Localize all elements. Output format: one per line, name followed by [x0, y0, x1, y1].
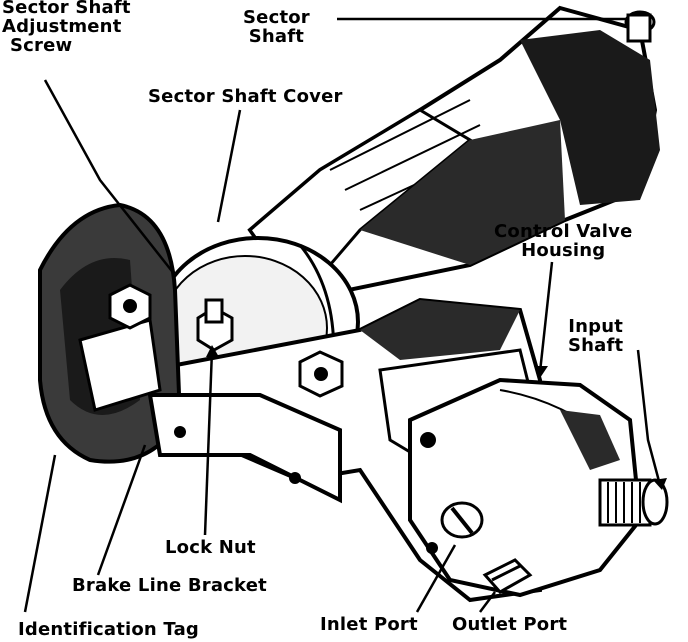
arrowhead-control-valve — [534, 366, 548, 378]
leader-identification-tag — [23, 454, 57, 613]
leader-lock-nut — [203, 349, 214, 536]
arrowhead-input-shaft — [653, 478, 667, 490]
brake-line-bracket-plate — [147, 393, 342, 504]
arrowheads — [206, 345, 667, 490]
label-sector-shaft-adjustment-screw: Sector Shaft Adjustment Screw — [2, 0, 131, 56]
control-valve-housing — [408, 377, 643, 598]
label-identification-tag: Identification Tag — [18, 619, 200, 640]
arrowhead-lock-nut — [206, 345, 219, 357]
label-sector-shaft: Sector Shaft — [243, 7, 310, 47]
label-input-shaft: Input Shaft — [568, 316, 624, 356]
label-control-valve-housing: Control Valve Housing — [494, 221, 633, 261]
hex-bolt-right — [298, 350, 344, 398]
leader-lines — [23, 17, 662, 613]
label-brake-line-bracket: Brake Line Bracket — [72, 575, 267, 596]
leader-input-shaft — [636, 349, 662, 486]
sector-shaft — [624, 10, 656, 43]
leader-outlet-port — [479, 591, 496, 613]
adjustment-screw — [196, 298, 234, 352]
inlet-port — [440, 501, 484, 539]
left-end-cap — [38, 202, 183, 464]
leader-inlet-port — [415, 544, 457, 613]
label-outlet-port: Outlet Port — [452, 614, 568, 635]
label-inlet-port: Inlet Port — [320, 614, 418, 635]
hex-bolt-left — [108, 283, 152, 330]
leader-control-valve-housing — [538, 261, 554, 373]
label-lock-nut: Lock Nut — [165, 537, 256, 558]
leader-adjustment-screw — [43, 79, 176, 276]
leader-brake-line-bracket — [96, 444, 147, 576]
input-shaft — [598, 478, 669, 527]
outlet-port — [482, 558, 533, 594]
label-sector-shaft-cover: Sector Shaft Cover — [148, 86, 343, 107]
leader-sector-shaft-cover — [216, 109, 242, 223]
